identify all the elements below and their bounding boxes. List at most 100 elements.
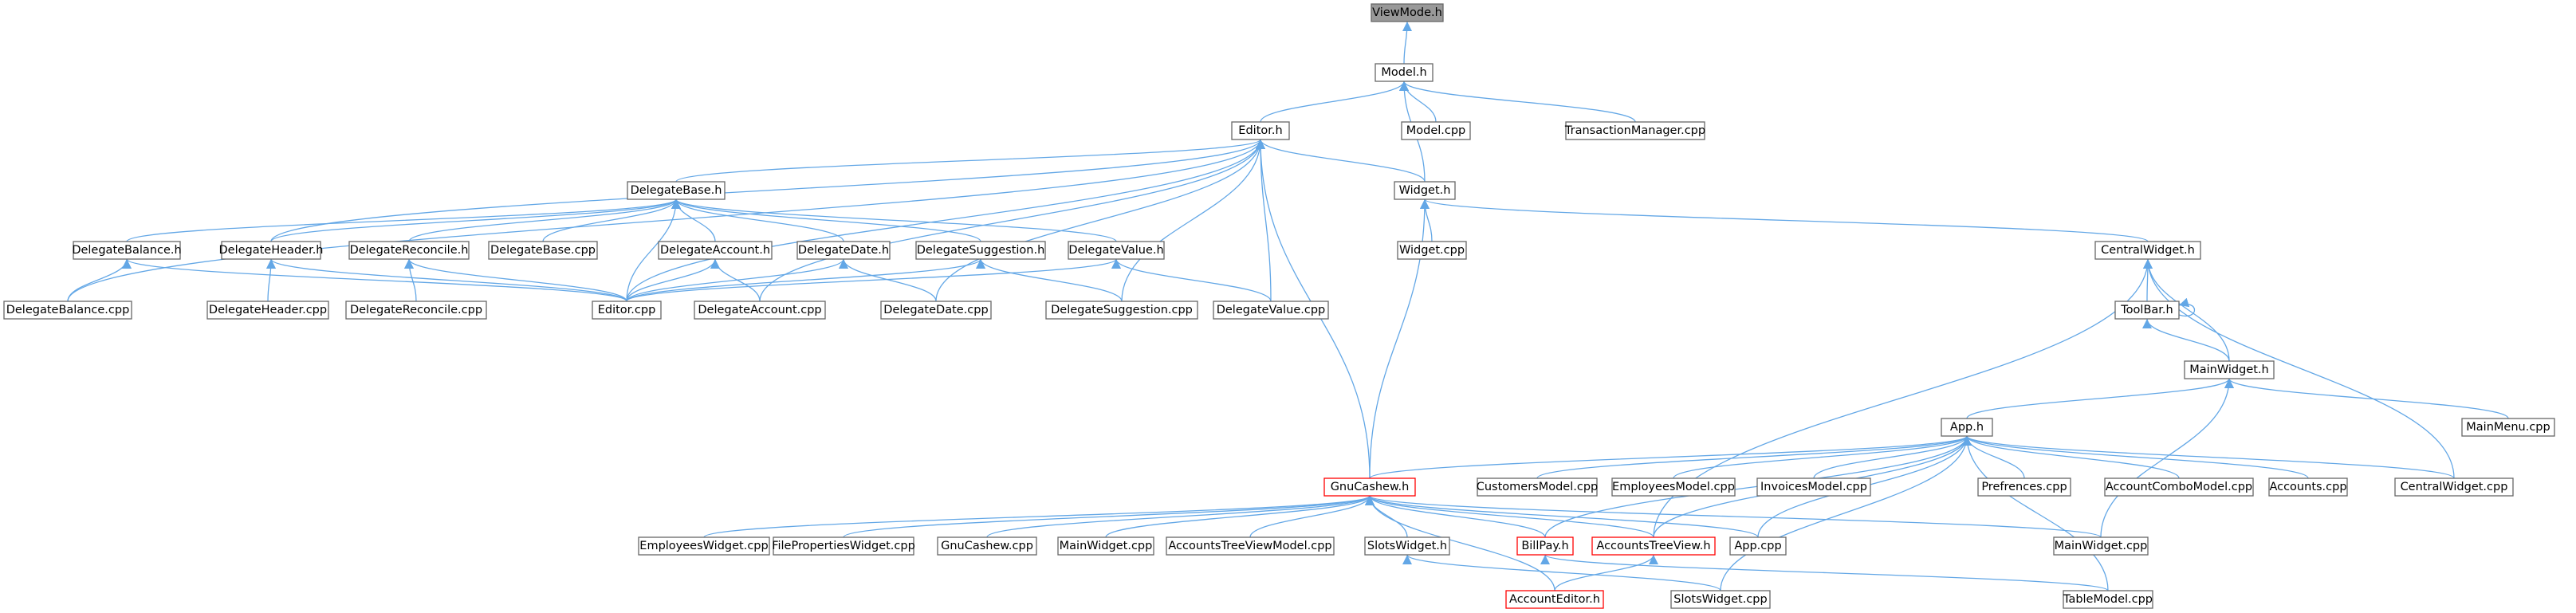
node-box[interactable] xyxy=(2114,301,2180,320)
node-box[interactable] xyxy=(1394,181,1456,200)
node-box[interactable] xyxy=(1977,477,2071,497)
node-delegatereconcile-h[interactable]: DelegateReconcile.h xyxy=(348,241,470,260)
node-delegatesuggestion-cpp[interactable]: DelegateSuggestion.cpp xyxy=(1045,301,1198,320)
node-invoicesmodel-cpp[interactable]: InvoicesModel.cpp xyxy=(1756,477,1871,497)
node-slotswidget-h[interactable]: SlotsWidget.h xyxy=(1364,536,1450,556)
node-accountstreeview-h[interactable]: AccountsTreeView.h xyxy=(1591,536,1716,556)
node-box[interactable] xyxy=(1729,536,1787,556)
node-box[interactable] xyxy=(1375,63,1434,82)
node-box[interactable] xyxy=(1565,121,1705,140)
node-delegateaccount-cpp[interactable]: DelegateAccount.cpp xyxy=(694,301,826,320)
node-delegatedate-cpp[interactable]: DelegateDate.cpp xyxy=(880,301,992,320)
node-slotswidget-cpp[interactable]: SlotsWidget.cpp xyxy=(1670,590,1771,609)
node-delegatevalue-h[interactable]: DelegateValue.h xyxy=(1068,241,1165,260)
node-accounts-cpp[interactable]: Accounts.cpp xyxy=(2268,477,2348,497)
node-box[interactable] xyxy=(1068,241,1165,260)
node-box[interactable] xyxy=(627,181,726,200)
node-model-h[interactable]: Model.h xyxy=(1375,63,1434,82)
node-box[interactable] xyxy=(1323,477,1416,497)
node-box[interactable] xyxy=(73,241,181,260)
node-mainmenu-cpp[interactable]: MainMenu.cpp xyxy=(2461,418,2555,437)
node-box[interactable] xyxy=(1401,121,1471,140)
node-widget-cpp[interactable]: Widget.cpp xyxy=(1397,241,1467,260)
node-centralwidget-h[interactable]: CentralWidget.h xyxy=(2094,241,2201,260)
node-box[interactable] xyxy=(1941,418,1993,437)
node-box[interactable] xyxy=(1397,241,1467,260)
node-box[interactable] xyxy=(1477,477,1598,497)
node-box[interactable] xyxy=(345,301,487,320)
node-box[interactable] xyxy=(221,241,321,260)
node-delegatebalance-cpp[interactable]: DelegateBalance.cpp xyxy=(3,301,132,320)
node-transactionmanager-cpp[interactable]: TransactionManager.cpp xyxy=(1564,121,1705,140)
node-delegateheader-cpp[interactable]: DelegateHeader.cpp xyxy=(206,301,329,320)
node-tablemodel-cpp[interactable]: TableModel.cpp xyxy=(2063,590,2153,609)
node-employeesmodel-cpp[interactable]: EmployeesModel.cpp xyxy=(1611,477,1736,497)
node-box[interactable] xyxy=(592,301,662,320)
node-accountcombomodel-cpp[interactable]: AccountComboModel.cpp xyxy=(2104,477,2254,497)
node-box[interactable] xyxy=(638,536,770,556)
node-box[interactable] xyxy=(1166,536,1335,556)
node-box[interactable] xyxy=(488,241,598,260)
node-box[interactable] xyxy=(796,241,891,260)
node-box[interactable] xyxy=(1364,536,1450,556)
node-box[interactable] xyxy=(1756,477,1871,497)
node-billpay-h[interactable]: BillPay.h xyxy=(1516,536,1574,556)
node-box[interactable] xyxy=(2094,241,2201,260)
node-delegatevalue-cpp[interactable]: DelegateValue.cpp xyxy=(1213,301,1329,320)
node-mainwidget-cpp-b[interactable]: MainWidget.cpp xyxy=(2053,536,2149,556)
node-editor-cpp[interactable]: Editor.cpp xyxy=(592,301,662,320)
node-employeeswidget-cpp[interactable]: EmployeesWidget.cpp xyxy=(638,536,770,556)
node-box[interactable] xyxy=(2461,418,2555,437)
node-model-cpp[interactable]: Model.cpp xyxy=(1401,121,1471,140)
node-box[interactable] xyxy=(1371,3,1444,22)
node-accounteditor-h[interactable]: AccountEditor.h xyxy=(1505,590,1604,609)
node-box[interactable] xyxy=(1045,301,1198,320)
node-box[interactable] xyxy=(1213,301,1329,320)
node-editor-h[interactable]: Editor.h xyxy=(1231,121,1290,140)
node-customersmodel-cpp[interactable]: CustomersModel.cpp xyxy=(1477,477,1599,497)
node-box[interactable] xyxy=(937,536,1037,556)
node-box[interactable] xyxy=(1591,536,1716,556)
node-box[interactable] xyxy=(3,301,132,320)
node-filepropertieswidget-cpp[interactable]: FilePropertiesWidget.cpp xyxy=(772,536,915,556)
node-box[interactable] xyxy=(915,241,1046,260)
node-delegatebalance-h[interactable]: DelegateBalance.h xyxy=(72,241,182,260)
node-delegatesuggestion-h[interactable]: DelegateSuggestion.h xyxy=(915,241,1046,260)
node-box[interactable] xyxy=(1670,590,1771,609)
node-box[interactable] xyxy=(1057,536,1154,556)
node-box[interactable] xyxy=(2104,477,2254,497)
node-box[interactable] xyxy=(206,301,329,320)
node-delegateheader-h[interactable]: DelegateHeader.h xyxy=(219,241,324,260)
node-mainwidget-cpp-a[interactable]: MainWidget.cpp xyxy=(1057,536,1154,556)
node-box[interactable] xyxy=(1505,590,1604,609)
node-box[interactable] xyxy=(2268,477,2348,497)
node-delegatereconcile-cpp[interactable]: DelegateReconcile.cpp xyxy=(345,301,487,320)
node-delegatebase-h[interactable]: DelegateBase.h xyxy=(627,181,726,200)
node-box[interactable] xyxy=(1611,477,1736,497)
node-app-h[interactable]: App.h xyxy=(1941,418,1993,437)
node-delegatedate-h[interactable]: DelegateDate.h xyxy=(796,241,891,260)
node-box[interactable] xyxy=(1516,536,1574,556)
node-centralwidget-cpp[interactable]: CentralWidget.cpp xyxy=(2394,477,2514,497)
node-mainwidget-h[interactable]: MainWidget.h xyxy=(2184,360,2275,379)
node-box[interactable] xyxy=(658,241,773,260)
node-delegateaccount-h[interactable]: DelegateAccount.h xyxy=(658,241,773,260)
node-toolbar-h[interactable]: ToolBar.h xyxy=(2114,301,2180,320)
node-gnucashew-h[interactable]: GnuCashew.h xyxy=(1323,477,1416,497)
node-box[interactable] xyxy=(348,241,470,260)
node-widget-h[interactable]: Widget.h xyxy=(1394,181,1456,200)
node-box[interactable] xyxy=(2184,360,2275,379)
node-delegatebase-cpp[interactable]: DelegateBase.cpp xyxy=(488,241,598,260)
node-prefrences-cpp[interactable]: Prefrences.cpp xyxy=(1977,477,2071,497)
node-viewmode-h[interactable]: ViewMode.h xyxy=(1371,3,1444,22)
node-box[interactable] xyxy=(2394,477,2514,497)
node-app-cpp[interactable]: App.cpp xyxy=(1729,536,1787,556)
node-box[interactable] xyxy=(1231,121,1290,140)
node-box[interactable] xyxy=(694,301,826,320)
node-box[interactable] xyxy=(773,536,914,556)
node-box[interactable] xyxy=(880,301,992,320)
node-accountstreeviewmodel-cpp[interactable]: AccountsTreeViewModel.cpp xyxy=(1166,536,1335,556)
node-box[interactable] xyxy=(2053,536,2149,556)
node-box[interactable] xyxy=(2063,590,2153,609)
node-gnucashew-cpp[interactable]: GnuCashew.cpp xyxy=(937,536,1037,556)
